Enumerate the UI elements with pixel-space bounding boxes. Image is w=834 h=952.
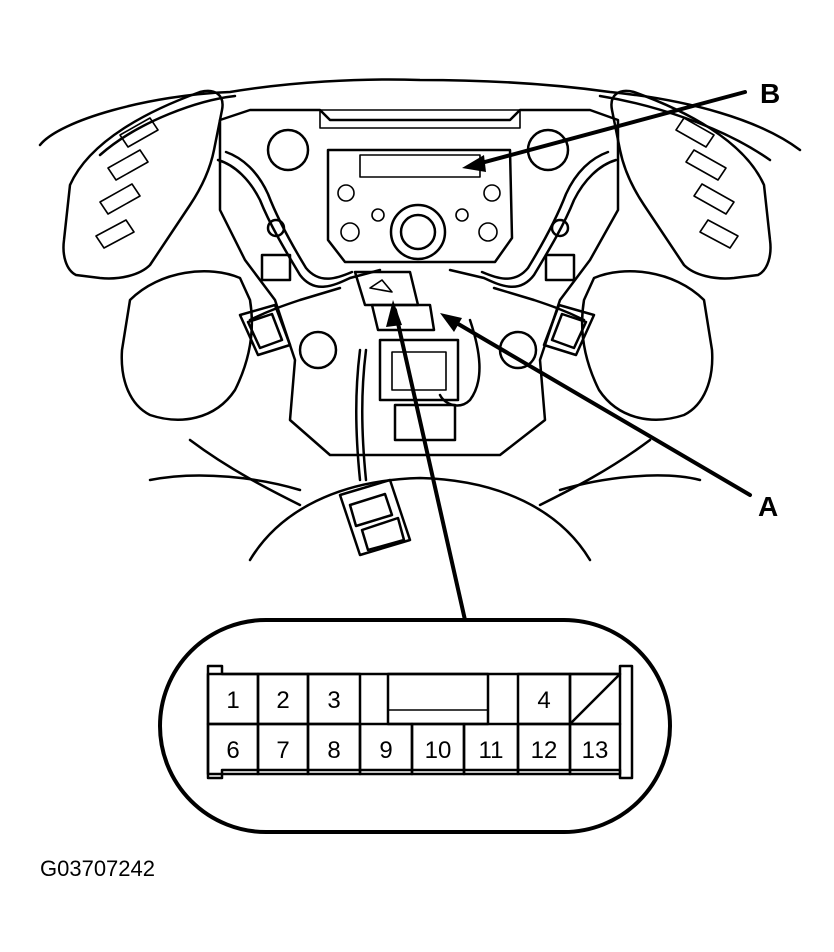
connector-a bbox=[353, 270, 460, 442]
hanging-connector bbox=[338, 478, 412, 557]
airbag-mount-plate bbox=[326, 148, 514, 264]
right-side-connector bbox=[542, 303, 596, 357]
steering-hub bbox=[218, 108, 620, 457]
callout-label-a: A bbox=[758, 491, 778, 522]
connector-detail-oval bbox=[158, 618, 672, 834]
figure-id: G03707242 bbox=[40, 856, 155, 881]
left-side-connector bbox=[238, 303, 292, 357]
pin-label-8: 8 bbox=[327, 737, 340, 764]
pin-label-3: 3 bbox=[327, 687, 340, 714]
wire-harness bbox=[216, 150, 618, 482]
pin-label-7: 7 bbox=[276, 737, 289, 764]
callout-b-leader bbox=[462, 90, 747, 172]
callout-a-leader bbox=[440, 313, 752, 497]
connector-detail-leader bbox=[386, 300, 467, 622]
pin-labels-bottom: 6 7 8 9 10 11 12 13 bbox=[226, 737, 608, 764]
pin-label-13: 13 bbox=[582, 737, 609, 764]
pin-label-10: 10 bbox=[425, 737, 452, 764]
pin-label-12: 12 bbox=[531, 737, 558, 764]
connector-pin-grid bbox=[206, 672, 622, 776]
right-switch-panel bbox=[580, 89, 772, 421]
pin-label-4: 4 bbox=[537, 687, 550, 714]
connector-key-slot bbox=[386, 672, 490, 726]
pin-label-9: 9 bbox=[379, 737, 392, 764]
center-bolt bbox=[389, 203, 447, 261]
steering-wheel-rim bbox=[38, 78, 802, 562]
pin-label-2: 2 bbox=[276, 687, 289, 714]
pin-label-11: 11 bbox=[479, 737, 504, 764]
pin-label-1: 1 bbox=[226, 687, 239, 714]
left-switch-panel bbox=[62, 89, 254, 421]
pin-labels-top: 1 2 3 4 bbox=[226, 687, 550, 714]
pin-label-6: 6 bbox=[226, 737, 239, 764]
connector-face-outline bbox=[206, 664, 634, 780]
callout-label-b: B bbox=[760, 78, 780, 109]
